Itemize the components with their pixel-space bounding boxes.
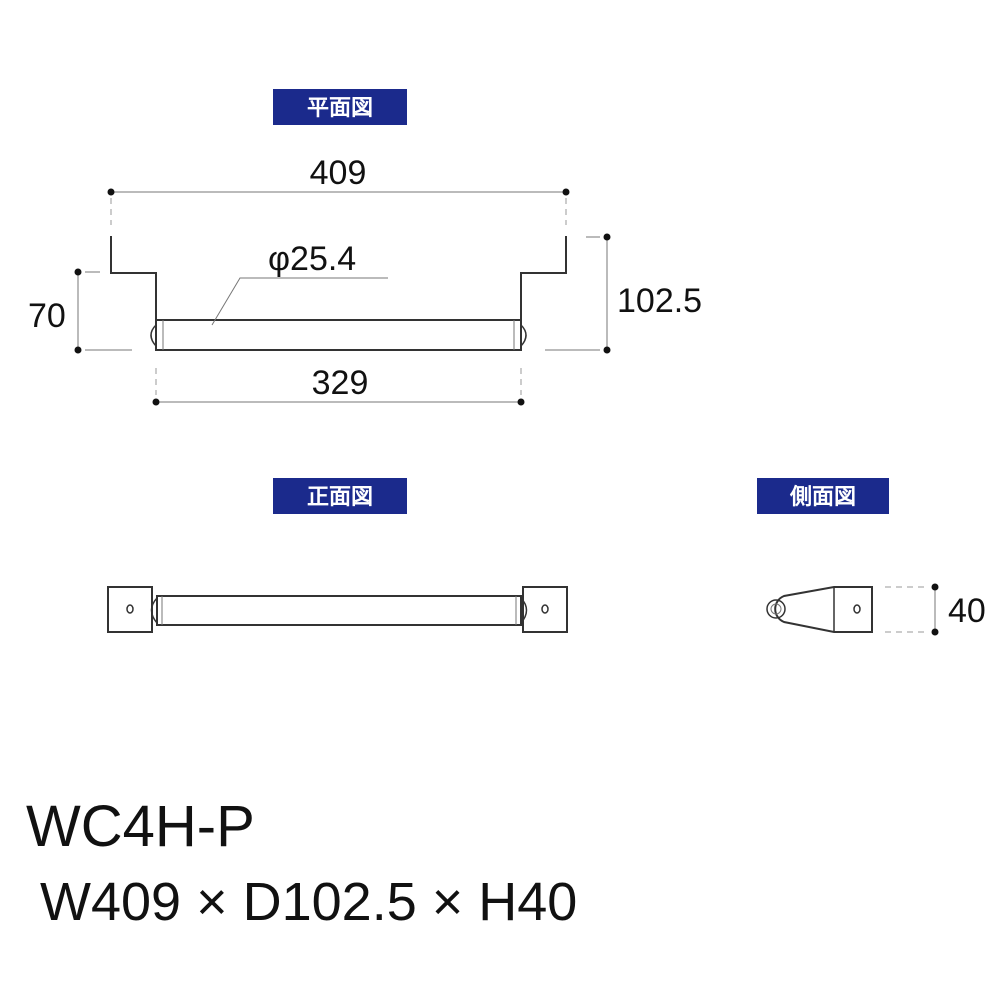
left-bracket: [110, 236, 157, 350]
product-size: W409 × D102.5 × H40: [40, 872, 577, 932]
side-view-badge: 側面図: [757, 478, 889, 514]
dim-overall-width: 409: [310, 154, 367, 192]
front-view-badge: 正面図: [273, 478, 407, 514]
dim-height: 40: [948, 592, 986, 630]
dim-inner-width: 329: [312, 364, 369, 402]
dim-diameter: φ25.4: [268, 240, 356, 278]
right-bracket: [520, 236, 567, 350]
plan-view-label: 平面図: [307, 96, 373, 121]
model-number: WC4H-P: [26, 794, 255, 859]
front-view-label: 正面図: [307, 485, 373, 510]
dim-depth-70: 70: [28, 297, 66, 335]
side-view-label: 側面図: [789, 485, 856, 510]
front-view: [107, 586, 568, 633]
side-view: 40: [766, 583, 986, 636]
dim-depth-total: 102.5: [617, 282, 702, 320]
plan-view-badge: 平面図: [273, 89, 407, 125]
tube: [155, 319, 522, 351]
plan-view: 409 φ25.4 70 102.5 329: [28, 154, 702, 406]
